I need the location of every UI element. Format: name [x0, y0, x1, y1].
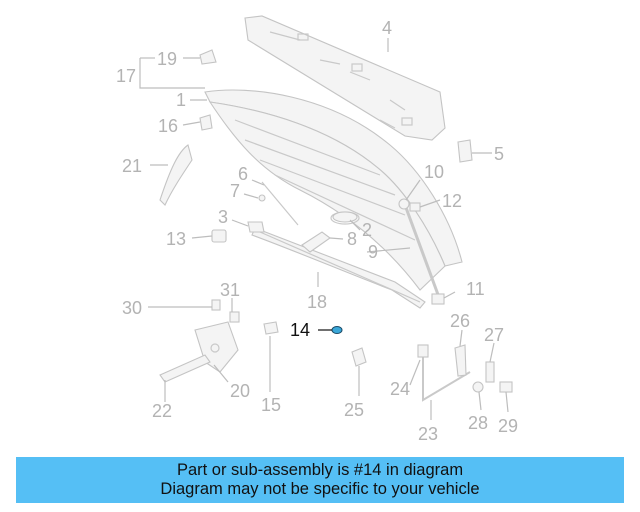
- callout-15: 15: [261, 395, 281, 415]
- handle-24: [417, 344, 429, 358]
- callout-23: 23: [418, 424, 438, 444]
- clip-29: [499, 381, 513, 393]
- part-14-highlighted: [331, 326, 343, 334]
- callout-9: 9: [368, 242, 378, 262]
- callout-31: 31: [220, 280, 240, 300]
- callout-17: 17: [116, 66, 136, 86]
- rod-6: [261, 181, 299, 226]
- hood-panel-1: [204, 89, 463, 291]
- callout-labels: 17 19 1 16 21 4 5 6 7 3 13 2 8 10 12 9 1…: [116, 18, 518, 444]
- banner-line-part-info: Part or sub-assembly is #14 in diagram: [176, 461, 464, 479]
- bumper-15: [263, 321, 279, 335]
- bolt-28: [472, 381, 484, 393]
- bracket-8: [301, 231, 331, 253]
- emblem-2: [332, 211, 358, 223]
- callout-1: 1: [176, 90, 186, 110]
- bracket-5: [457, 139, 473, 163]
- callout-24: 24: [390, 379, 410, 399]
- callout-6: 6: [238, 164, 248, 184]
- clip-25: [351, 347, 367, 367]
- callout-28: 28: [468, 413, 488, 433]
- clip-3: [247, 221, 265, 233]
- clip-12: [409, 202, 421, 212]
- bumper-19: [199, 49, 217, 65]
- strut-mount-10: [398, 198, 410, 210]
- callout-11: 11: [466, 279, 485, 299]
- callout-16: 16: [158, 116, 178, 136]
- callout-27: 27: [484, 325, 504, 345]
- insulator-panel-4: [244, 15, 446, 141]
- latch-assembly-20: [159, 321, 239, 383]
- callout-8: 8: [347, 229, 357, 249]
- hinge-21: [159, 144, 193, 206]
- callout-4: 4: [382, 18, 392, 38]
- callout-3: 3: [218, 207, 228, 227]
- parts-diagram: 17 19 1 16 21 4 5 6 7 3 13 2 8 10 12 9 1…: [116, 15, 518, 444]
- callout-2: 2: [362, 220, 372, 240]
- callout-19: 19: [157, 49, 177, 69]
- leader-lines: [139, 38, 509, 420]
- release-cable-23: [422, 355, 471, 402]
- callout-26: 26: [450, 311, 470, 331]
- info-banner: Part or sub-assembly is #14 in diagram D…: [16, 457, 624, 503]
- bracket-27: [485, 361, 495, 383]
- callout-12: 12: [442, 191, 462, 211]
- callout-7: 7: [230, 181, 240, 201]
- callout-21: 21: [122, 156, 142, 176]
- callout-10: 10: [424, 162, 444, 182]
- bumper-16: [199, 114, 213, 131]
- screw-7: [258, 194, 266, 202]
- callout-18: 18: [307, 292, 327, 312]
- callout-20: 20: [230, 381, 250, 401]
- clip-31: [229, 311, 240, 323]
- callout-14: 14: [290, 320, 310, 340]
- callout-25: 25: [344, 400, 364, 420]
- callout-22: 22: [152, 401, 172, 421]
- bumper-13: [211, 229, 227, 243]
- callout-13: 13: [166, 229, 186, 249]
- strut-bracket-11: [431, 293, 445, 305]
- handle-26: [454, 344, 467, 377]
- callout-5: 5: [494, 144, 504, 164]
- callout-29: 29: [498, 416, 518, 436]
- banner-line-disclaimer: Diagram may not be specific to your vehi…: [160, 480, 480, 498]
- callout-30: 30: [122, 298, 142, 318]
- clip-30: [211, 299, 221, 311]
- hood-strut-9: [403, 204, 442, 301]
